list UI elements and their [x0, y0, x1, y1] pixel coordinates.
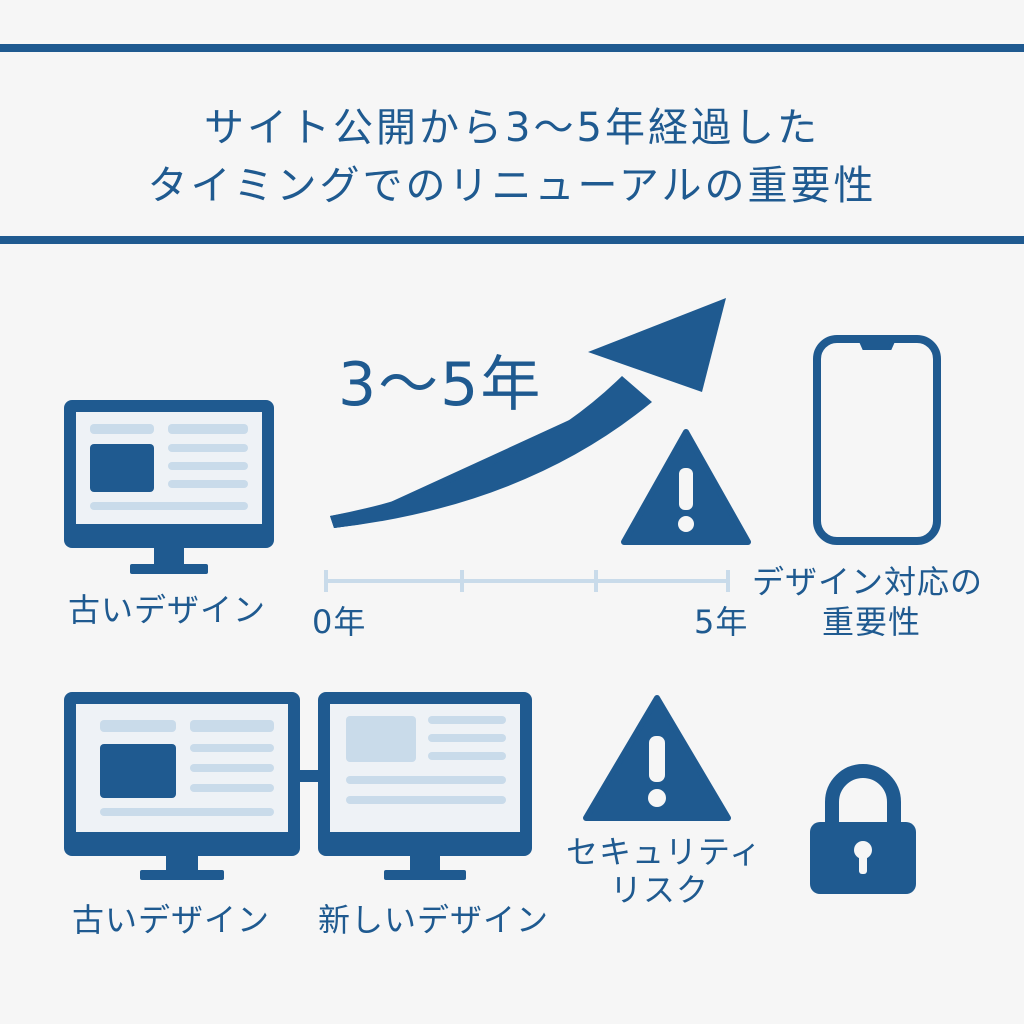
header-bottom-rule — [0, 236, 1024, 244]
timeline-axis — [324, 570, 730, 592]
new-design-label: 新しいデザイン — [318, 901, 550, 939]
security-risk-label-line1: セキュリティ — [566, 833, 763, 871]
smartphone-icon — [813, 335, 941, 545]
years-label: 3～5年 — [338, 350, 543, 420]
warning-icon-top — [621, 429, 751, 545]
new-design-monitor-icon — [318, 692, 532, 880]
warning-icon-bottom — [583, 695, 731, 821]
old-design-monitor-icon-bottom — [64, 692, 300, 880]
timeline-end-label: 5年 — [694, 603, 749, 641]
old-design-label-bottom: 古いデザイン — [72, 901, 271, 939]
page-title-line1: サイト公開から3～5年経過した — [204, 105, 820, 151]
lock-icon — [810, 764, 916, 894]
design-importance-label-line2: 重要性 — [822, 603, 922, 641]
old-design-label-top: 古いデザイン — [68, 591, 267, 629]
header-top-rule — [0, 44, 1024, 52]
security-risk-label-line2: リスク — [610, 871, 710, 909]
growth-arrow-icon — [330, 298, 726, 528]
timeline-start-label: 0年 — [312, 603, 367, 641]
design-importance-label-line1: デザイン対応の — [752, 563, 984, 601]
page-title-line2: タイミングでのリニューアルの重要性 — [147, 163, 877, 209]
old-design-monitor-icon — [64, 400, 274, 574]
